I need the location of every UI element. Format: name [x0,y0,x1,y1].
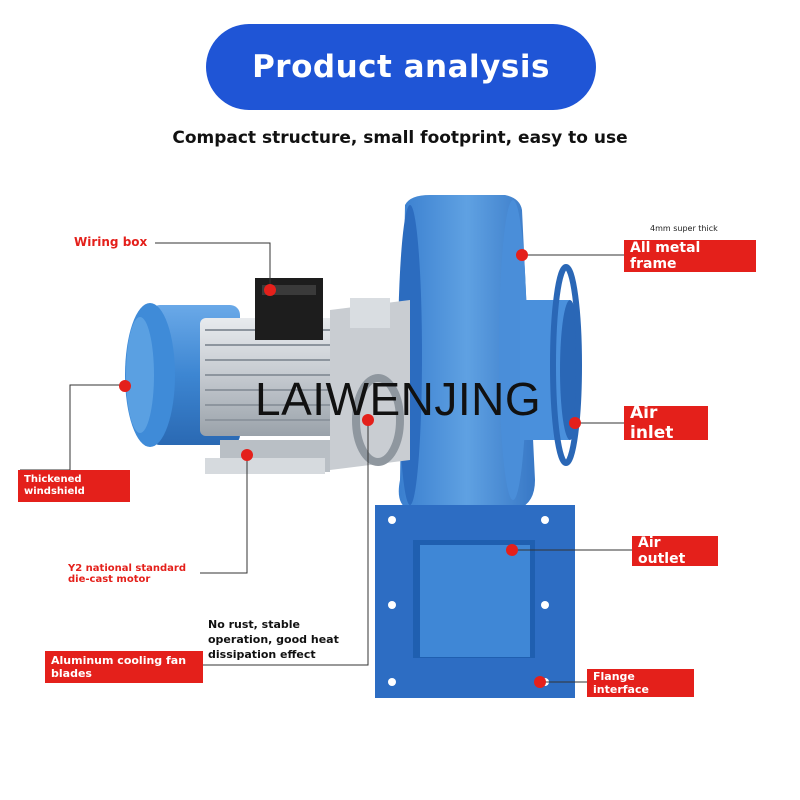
air-inlet-label: Air inlet [624,403,708,443]
aluminum-blades-label: Aluminum cooling fan blades [45,651,203,683]
outlet-flange [375,505,575,698]
no-rust-line1: No rust, stable [208,618,300,631]
watermark: LAIWENJING [255,373,542,425]
no-rust-line2: operation, good heat [208,633,339,646]
no-rust-line3: dissipation effect [208,648,316,661]
wiring-box-label: Wiring box [74,235,148,249]
callout-lines [20,242,632,683]
fan-housing [398,195,582,510]
title-banner: Product analysis [206,24,596,110]
page-subtitle: Compact structure, small footprint, easy… [172,128,628,148]
flange-interface-label: Flange interface [587,669,694,697]
air-outlet-label: Air outlet [632,535,718,567]
all-metal-frame-label: All metal frame [624,240,756,272]
y2-motor-label: Y2 national standard die-cast motor [68,563,208,585]
thickened-windshield-label: Thickened windshield [18,470,130,502]
y2-motor-line2: die-cast motor [68,574,151,585]
callout-markers [119,249,581,688]
page-title: Product analysis [252,49,550,85]
super-thick-note: 4mm super thick [650,224,718,233]
no-rust-note: No rust, stable operation, good heat dis… [208,617,339,662]
motor [125,298,410,474]
y2-motor-line1: Y2 national standard [68,563,186,574]
